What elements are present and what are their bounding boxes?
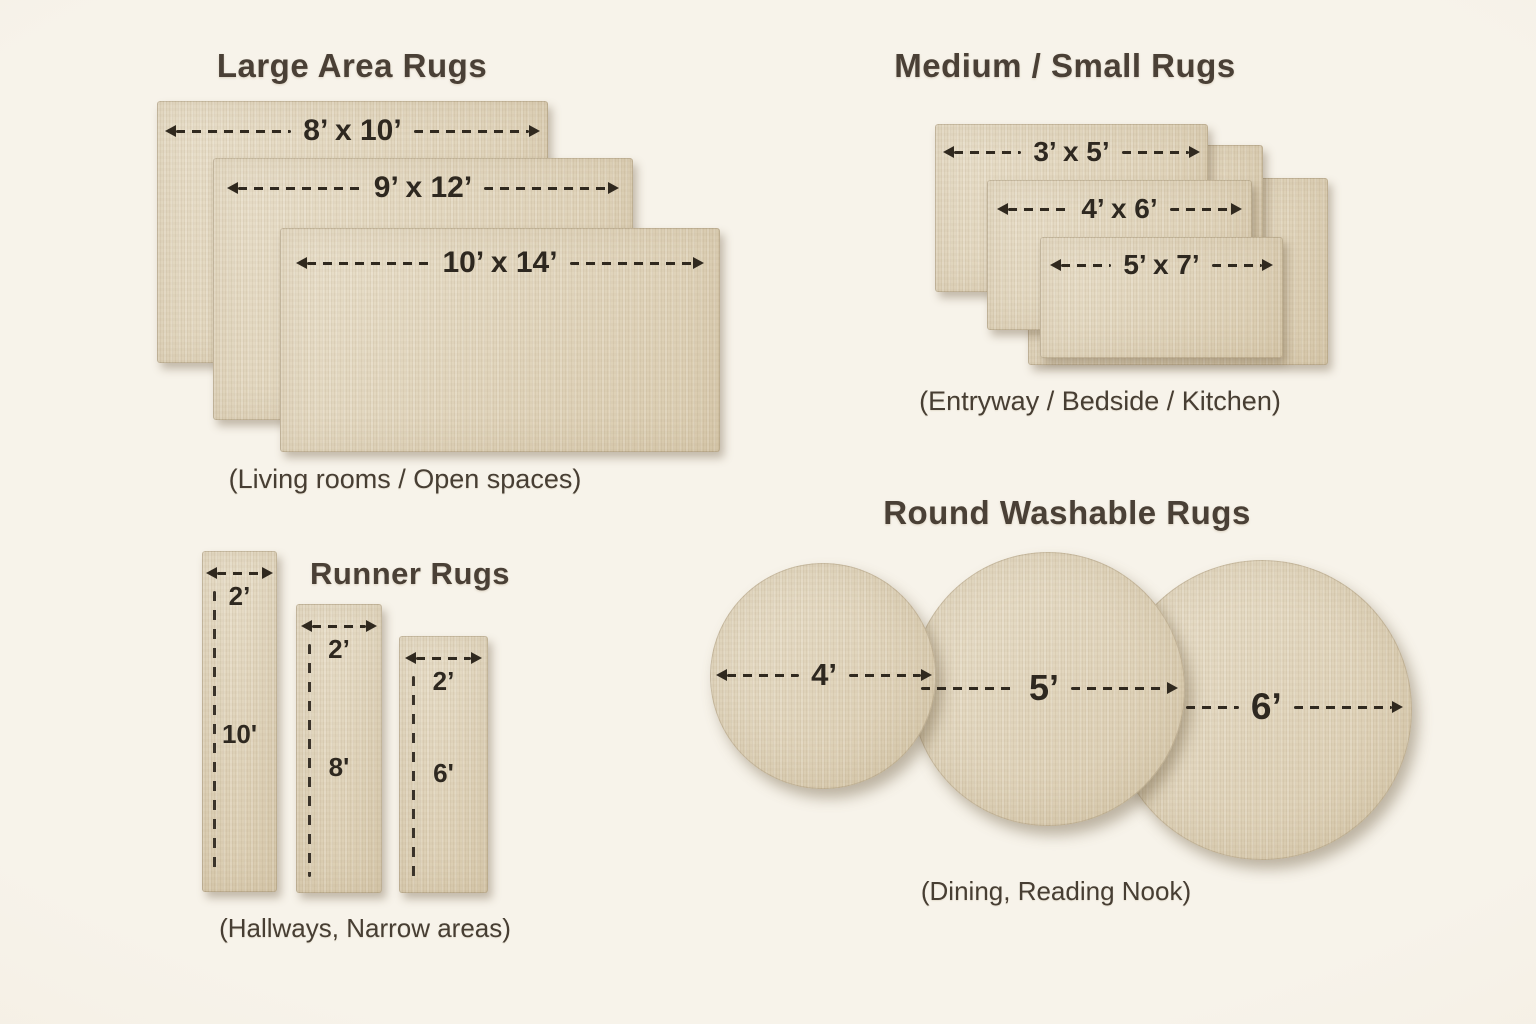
runner-width-label: 2’	[432, 666, 455, 696]
dimension-arrow: 8’ x 10’	[165, 111, 540, 151]
dashed-line	[848, 673, 922, 677]
dimension-arrow: 4’ x 6’	[997, 189, 1243, 229]
dashed-line	[413, 129, 529, 133]
section-caption-medium: (Entryway / Bedside / Kitchen)	[919, 386, 1281, 416]
runner-width-label: 2’	[228, 581, 251, 611]
dashed-line	[217, 571, 262, 575]
dimension-arrow: 4’	[716, 655, 933, 695]
arrow-head-left-icon	[165, 125, 176, 137]
dashed-line	[921, 686, 1017, 690]
dashed-line	[1186, 705, 1239, 709]
section-caption-runner: (Hallways, Narrow areas)	[219, 913, 511, 943]
arrow-head-left-icon	[943, 146, 954, 158]
dimension-label: 8’ x 10’	[303, 114, 402, 147]
dashed-line	[1169, 207, 1232, 211]
arrow-head-right-icon	[608, 182, 619, 194]
dimension-arrow: 6’	[1186, 686, 1403, 727]
arrow-head-right-icon	[1392, 701, 1403, 713]
dashed-line	[238, 186, 362, 190]
runner-width-label: 2’	[328, 634, 350, 664]
runner-rug-2x10: 2’ 10'	[202, 551, 277, 892]
section-title-round: Round Washable Rugs	[883, 494, 1251, 531]
dimension-arrow: 5’ x 7’	[1050, 245, 1274, 285]
arrow-head-right-icon	[1189, 146, 1201, 158]
arrow-head-left-icon	[301, 620, 312, 632]
dashed-line	[1121, 150, 1190, 154]
length-dashed-line	[213, 591, 216, 875]
dimension-label: 5’	[1028, 667, 1060, 708]
section-title-medium: Medium / Small Rugs	[894, 47, 1236, 84]
dimension-label: 4’ x 6’	[1081, 193, 1158, 224]
length-dashed-line	[412, 676, 415, 877]
dashed-line	[727, 673, 800, 677]
arrow-head-right-icon	[1167, 682, 1178, 694]
dashed-line	[954, 150, 1022, 154]
runner-rug-2x6: 2’ 6'	[399, 636, 488, 893]
dimension-arrow	[301, 606, 377, 646]
arrow-head-right-icon	[1262, 259, 1274, 271]
dimension-label: 4’	[811, 657, 837, 692]
dimension-arrow: 9’ x 12’	[227, 168, 619, 208]
dashed-line	[484, 186, 608, 190]
dimension-arrow: 3’ x 5’	[943, 132, 1201, 172]
runner-length-label: 10'	[221, 719, 258, 749]
section-title-runner: Runner Rugs	[309, 556, 511, 591]
dashed-line	[569, 261, 694, 265]
arrow-head-right-icon	[529, 125, 540, 137]
rug-5x7: 5’ x 7’	[1040, 237, 1283, 358]
length-dashed-line	[308, 644, 311, 877]
dashed-line	[1061, 263, 1112, 267]
arrow-head-right-icon	[471, 652, 482, 664]
runner-length-label: 6'	[433, 758, 454, 788]
dimension-label: 5’ x 7’	[1123, 249, 1200, 280]
dashed-line	[1071, 686, 1167, 690]
arrow-head-right-icon	[1231, 203, 1243, 215]
arrow-head-right-icon	[262, 567, 273, 579]
arrow-head-left-icon	[227, 182, 238, 194]
dimension-arrow	[405, 638, 482, 678]
section-title-large: Large Area Rugs	[216, 47, 488, 84]
dimension-arrow: 5’	[921, 667, 1178, 708]
section-caption-round: (Dining, Reading Nook)	[920, 876, 1192, 906]
dimension-label: 9’ x 12’	[373, 171, 473, 204]
rug-10x14: 10’ x 14’	[280, 228, 720, 452]
dashed-line	[312, 624, 366, 628]
dimension-label: 10’ x 14’	[442, 246, 558, 279]
dimension-arrow: 10’ x 14’	[296, 243, 705, 283]
dimension-arrow	[206, 553, 273, 593]
dashed-line	[416, 656, 471, 660]
arrow-head-right-icon	[921, 669, 933, 681]
runner-rug-2x8: 2’ 8'	[296, 604, 382, 893]
arrow-head-right-icon	[693, 257, 705, 269]
dashed-line	[1211, 263, 1263, 267]
dashed-line	[307, 261, 431, 265]
arrow-head-left-icon	[206, 567, 217, 579]
dashed-line	[1293, 705, 1392, 709]
dashed-line	[176, 129, 292, 133]
arrow-head-left-icon	[405, 652, 416, 664]
arrow-head-left-icon	[296, 257, 307, 269]
arrow-head-left-icon	[997, 203, 1008, 215]
arrow-head-right-icon	[366, 620, 377, 632]
arrow-head-left-icon	[1050, 259, 1061, 271]
dimension-label: 3’ x 5’	[1033, 136, 1110, 167]
dashed-line	[1008, 207, 1070, 211]
runner-length-label: 8'	[328, 752, 350, 782]
dimension-label: 6’	[1250, 686, 1282, 727]
section-caption-large: (Living rooms / Open spaces)	[228, 464, 582, 494]
arrow-head-left-icon	[716, 669, 727, 681]
